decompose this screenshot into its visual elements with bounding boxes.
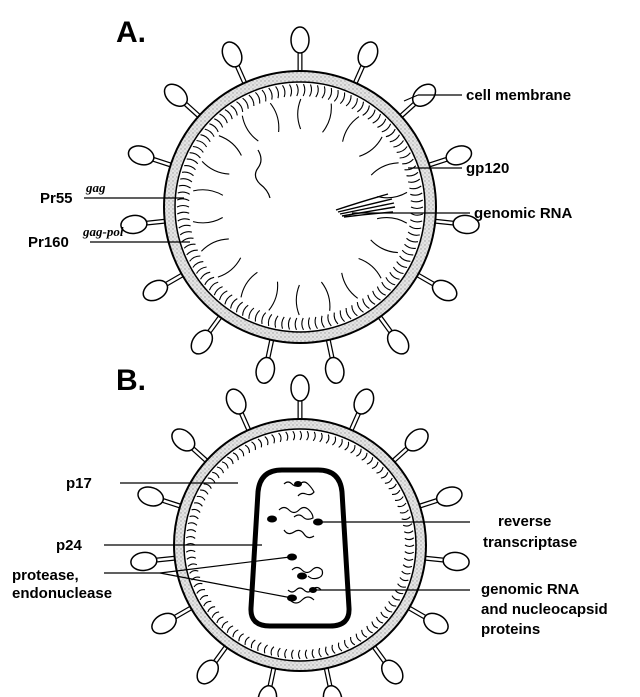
gp120-spike — [392, 425, 432, 462]
gp120-spike — [379, 315, 413, 358]
enzyme-dot — [297, 573, 307, 580]
gp120-spike — [136, 484, 183, 509]
gp120-spike — [223, 386, 250, 432]
gp120-spike — [219, 39, 246, 85]
virion-a — [120, 27, 480, 385]
gp120-spike — [416, 274, 460, 305]
gp120-spike — [187, 315, 221, 358]
capsid-core-p24 — [251, 470, 349, 626]
gp120-spike — [193, 645, 227, 688]
gp120-spike — [433, 214, 480, 235]
gp120-spike — [354, 39, 381, 85]
gp120-spike — [423, 551, 470, 572]
label-reverse: reverse — [498, 513, 551, 530]
gp120-spike — [254, 338, 277, 385]
label-p24: p24 — [56, 537, 83, 554]
gp120-spike — [323, 338, 346, 385]
gp120-spike — [418, 484, 465, 509]
gp120-spike — [321, 666, 344, 697]
membrane-inner-a — [175, 82, 425, 332]
label-transcriptase: transcriptase — [483, 534, 577, 551]
gp120-spike — [140, 274, 184, 305]
label-pr55: Pr55 — [40, 190, 73, 207]
enzyme-dot — [294, 481, 302, 487]
label-proteins: proteins — [481, 621, 540, 638]
virion-b — [130, 375, 470, 697]
gp120-spike — [291, 27, 309, 73]
label-protease: protease, — [12, 567, 79, 584]
label-endonuclease: endonuclease — [12, 585, 112, 602]
gp120-spike — [400, 80, 440, 117]
label-pr160: Pr160 — [28, 234, 69, 251]
panel-b-title: B. — [116, 364, 146, 397]
gp120-spike — [160, 80, 200, 117]
enzyme-dot — [267, 516, 277, 523]
label-genomic-rna-a: genomic RNA — [474, 205, 573, 222]
gp120-spike — [373, 645, 407, 688]
label-gp120: gp120 — [466, 160, 509, 177]
panel-a-title: A. — [116, 16, 146, 49]
panel-b: B. — [12, 364, 608, 697]
label-cell-membrane: cell membrane — [466, 87, 571, 104]
label-nucleocapsid: and nucleocapsid — [481, 601, 608, 618]
gp120-spike — [120, 214, 167, 235]
panel-a: A. cell mem — [28, 16, 573, 385]
gp120-spike — [126, 143, 173, 168]
label-pr55-superscript: gag — [85, 180, 106, 195]
gp120-spike — [291, 375, 309, 421]
label-p17: p17 — [66, 475, 92, 492]
gp120-spike — [256, 666, 279, 697]
gp120-spike — [148, 607, 192, 638]
gp120-spike — [350, 386, 377, 432]
gp120-spike — [130, 551, 177, 572]
label-pr160-superscript: gag-pol — [82, 224, 124, 239]
label-genomic-rna-b: genomic RNA — [481, 581, 580, 598]
gp120-spike — [168, 425, 208, 462]
gp120-spike — [407, 607, 451, 638]
